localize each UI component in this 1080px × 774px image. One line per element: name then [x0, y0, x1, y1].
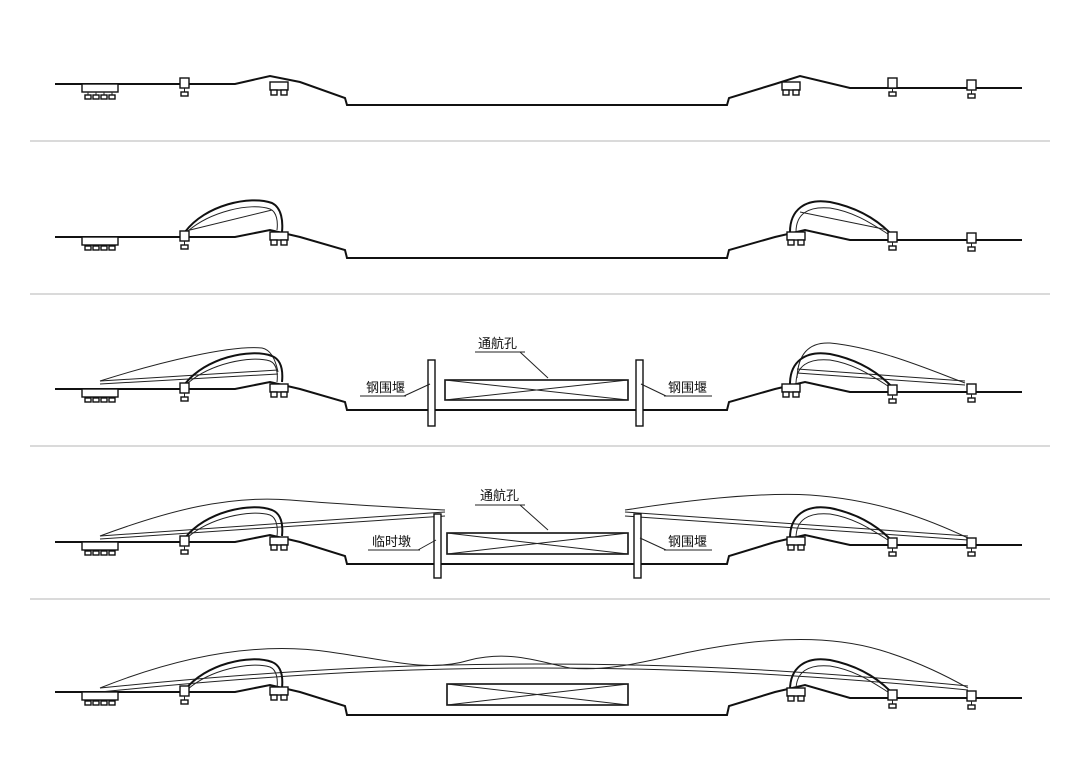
stage-4: 通航孔 临时墩 钢围堰 [55, 488, 1022, 579]
pier-right-outer [966, 79, 977, 99]
pier-right-small [887, 77, 898, 97]
stage-2 [55, 199, 1022, 259]
temp-pier-left [433, 513, 442, 579]
annotation-nav-channel: 通航孔 [475, 336, 549, 379]
right-cofferdam-label: 钢围堰 [668, 535, 707, 550]
pier-right-outer [966, 537, 977, 557]
cofferdam-left [427, 359, 436, 427]
navigation-span-box [446, 683, 629, 706]
navigation-span-box [444, 379, 629, 401]
pier-right-small [887, 689, 898, 709]
cantilever-right [624, 493, 969, 543]
pier-right-main [781, 383, 801, 398]
annotation-left-temp-pier: 临时墩 [368, 535, 437, 551]
pier-left-small [179, 382, 190, 402]
pier-left-main [269, 686, 289, 701]
pier-right-small [887, 384, 898, 404]
terrain-profile [55, 74, 1022, 106]
navigation-span-box [446, 532, 629, 555]
pier-right-outer [966, 383, 977, 403]
pier-left-main [269, 231, 289, 246]
pier-right-main [786, 687, 806, 702]
left-cofferdam-label: 钢围堰 [366, 381, 405, 396]
stage-3: 通航孔 钢围堰 钢围堰 [55, 336, 1022, 427]
pile-cap-left-outer [81, 691, 119, 706]
pier-right-outer [966, 232, 977, 252]
pier-right-main [786, 231, 806, 246]
pier-right-main [781, 81, 801, 96]
annotation-nav-channel: 通航孔 [475, 488, 549, 531]
annotation-right-cofferdam: 钢围堰 [640, 381, 712, 397]
pier-left-small [179, 685, 190, 705]
arch-rib-left [184, 199, 284, 233]
stage-1 [55, 74, 1022, 106]
pile-cap-left-outer [81, 388, 119, 403]
cantilever-right [789, 342, 966, 389]
nav-channel-label: 通航孔 [480, 488, 519, 504]
pier-left-small [179, 77, 190, 97]
pier-right-outer [966, 690, 977, 710]
cofferdam-right [635, 359, 644, 427]
terrain-profile [55, 683, 1022, 716]
arch-rib-right [789, 200, 894, 237]
cofferdam-right [633, 513, 642, 579]
terrain-profile [55, 228, 1022, 259]
annotation-right-cofferdam: 钢围堰 [639, 535, 712, 551]
pier-right-main [786, 536, 806, 551]
left-temp-pier-label: 临时墩 [372, 535, 411, 550]
nav-channel-label: 通航孔 [478, 336, 517, 352]
completed-deck [99, 638, 969, 695]
pile-cap-left-outer [81, 83, 119, 100]
right-cofferdam-label: 钢围堰 [668, 381, 707, 396]
terrain-profile [55, 380, 1022, 411]
pier-right-small [887, 231, 898, 251]
annotation-left-cofferdam: 钢围堰 [360, 381, 431, 397]
pier-left-main [269, 81, 289, 96]
pier-right-small [887, 537, 898, 557]
cantilever-left [99, 347, 284, 385]
pier-left-main [269, 536, 289, 551]
pile-cap-left-outer [81, 236, 119, 251]
pile-cap-left-outer [81, 541, 119, 556]
pier-left-small [179, 535, 190, 555]
terrain-profile [55, 533, 1022, 565]
pier-left-main [269, 383, 289, 398]
cantilever-left [99, 498, 446, 540]
stage-5 [55, 638, 1022, 716]
pier-left-small [179, 230, 190, 250]
